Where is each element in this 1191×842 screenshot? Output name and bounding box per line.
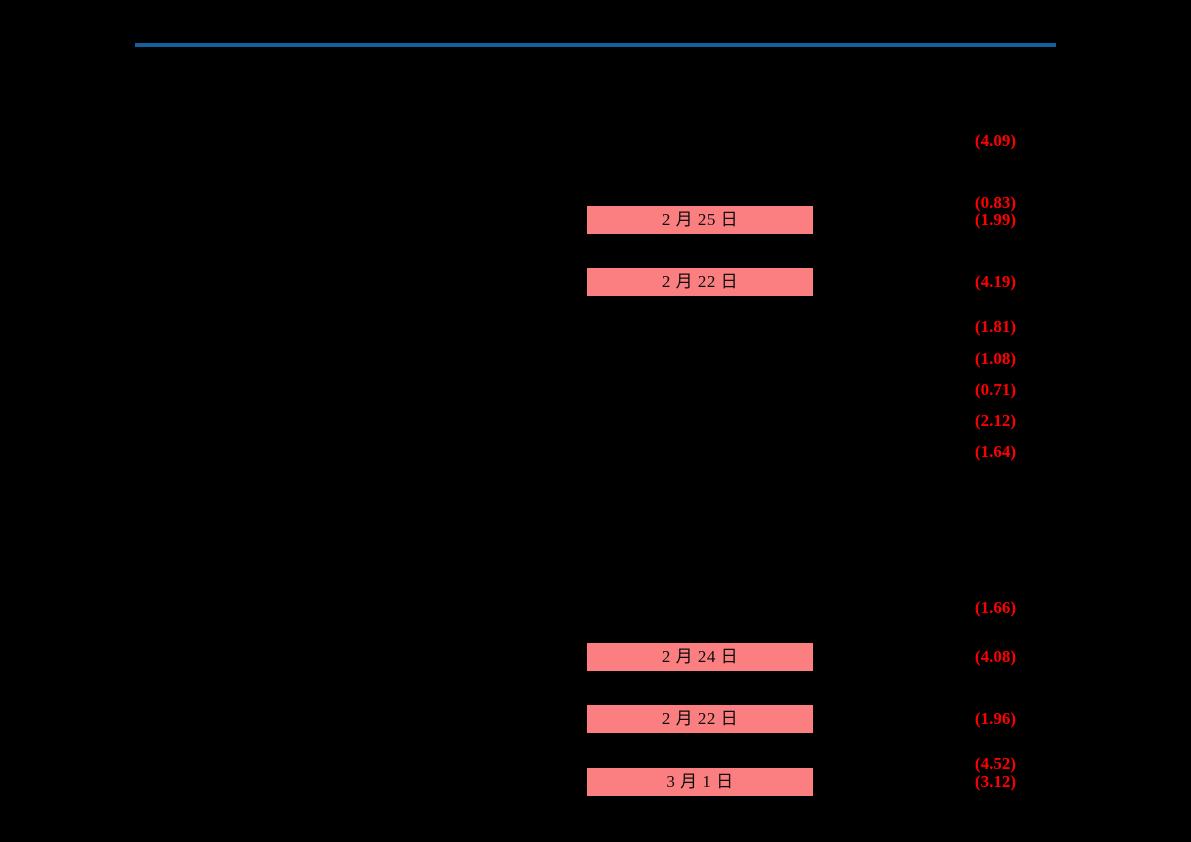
document-row: (2.12) — [135, 407, 1056, 435]
highlighted-date-chip[interactable]: 2 月 22 日 — [587, 268, 813, 296]
highlighted-date-chip[interactable]: 2 月 22 日 — [587, 705, 813, 733]
highlighted-date-chip[interactable]: 2 月 25 日 — [587, 206, 813, 234]
document-content-area: (4.09) (0.83) 2 月 25 日 (1.99) 2 月 22 日 (4.19)… — [135, 60, 1056, 830]
highlighted-date-chip[interactable]: 3 月 1 日 — [587, 768, 813, 796]
document-row: (1.66) — [135, 594, 1056, 622]
negative-value: (4.52) — [974, 754, 1016, 773]
document-row: (1.08) — [135, 345, 1056, 373]
document-row: (0.71) — [135, 376, 1056, 404]
document-row: (4.09) — [135, 127, 1056, 155]
document-row: 2 月 25 日 (1.99) — [135, 206, 1056, 234]
document-row: 2 月 22 日 (4.19) — [135, 268, 1056, 296]
negative-value: (4.19) — [974, 272, 1016, 291]
document-row: (1.64) — [135, 438, 1056, 466]
negative-value: (0.71) — [974, 380, 1016, 399]
negative-value: (4.09) — [974, 131, 1016, 150]
negative-value: (3.12) — [974, 772, 1016, 791]
negative-value: (1.81) — [974, 317, 1016, 336]
negative-value: (1.08) — [974, 349, 1016, 368]
document-row: (0.83) — [135, 189, 1056, 217]
negative-value: (1.66) — [974, 598, 1016, 617]
negative-value: (1.96) — [974, 709, 1016, 728]
top-divider-rule — [135, 43, 1056, 47]
negative-value: (1.99) — [974, 210, 1016, 229]
document-row: (1.81) — [135, 313, 1056, 341]
document-row: (4.52) — [135, 750, 1056, 778]
negative-value: (4.08) — [974, 647, 1016, 666]
negative-value: (2.12) — [974, 411, 1016, 430]
document-row: 2 月 24 日 (4.08) — [135, 643, 1056, 671]
document-row: 3 月 1 日 (3.12) — [135, 768, 1056, 796]
negative-value: (1.64) — [974, 442, 1016, 461]
highlighted-date-chip[interactable]: 2 月 24 日 — [587, 643, 813, 671]
negative-value: (0.83) — [974, 193, 1016, 212]
document-row: 2 月 22 日 (1.96) — [135, 705, 1056, 733]
